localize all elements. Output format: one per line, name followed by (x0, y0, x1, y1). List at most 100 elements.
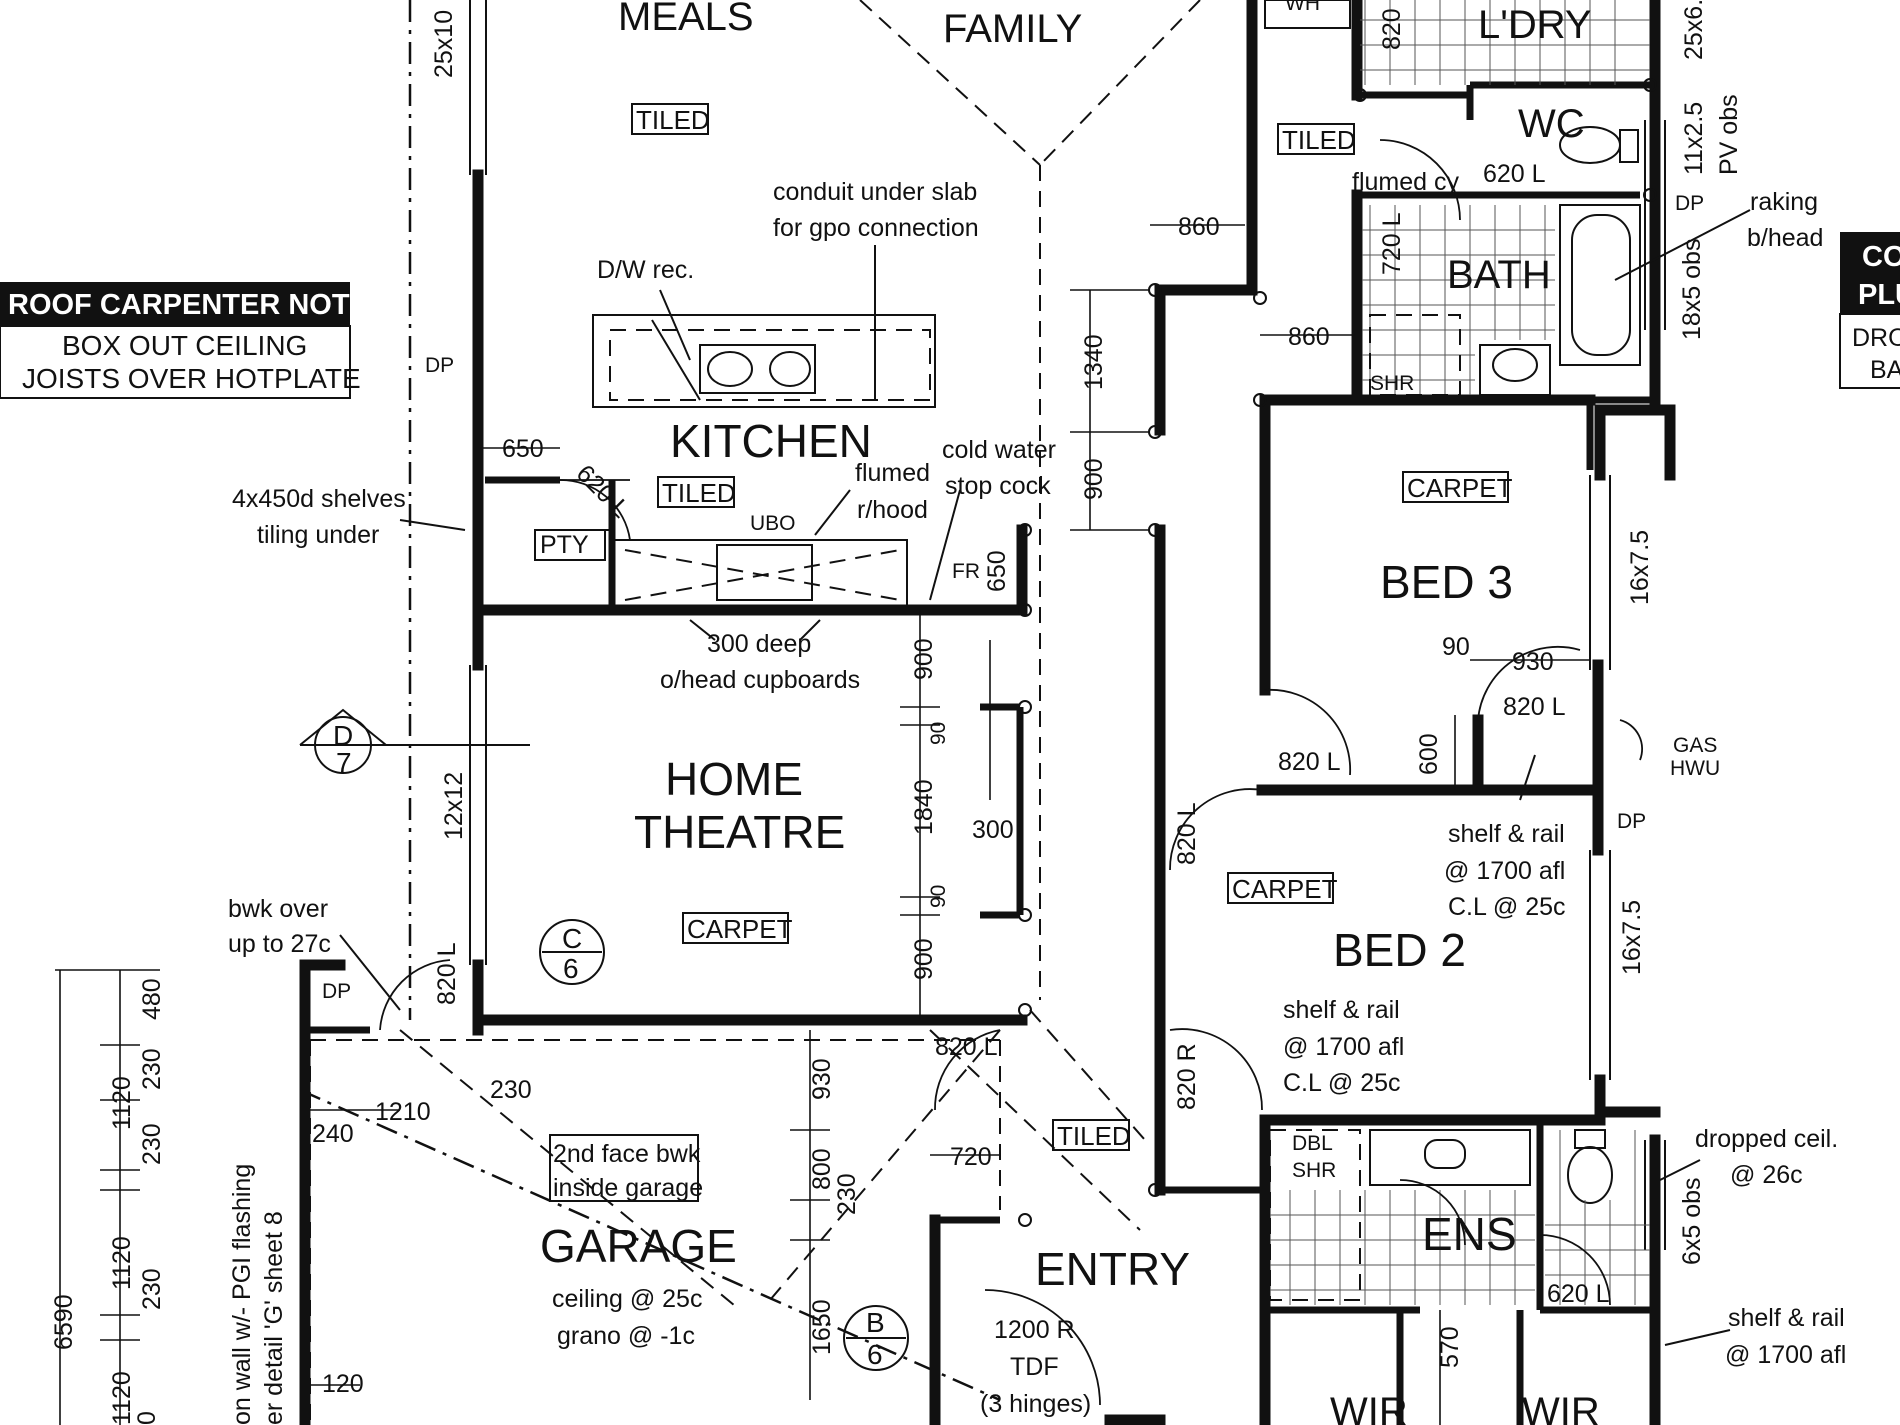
room-pantry: PTY (540, 531, 589, 559)
note-shelf-bed2-2: @ 1700 afl (1283, 1033, 1404, 1061)
door-labels: 620 L 620 L 820 720 L 820 L 820 L 820 L … (433, 8, 1610, 1308)
room-laundry: L'DRY (1478, 3, 1592, 47)
room-kitchen: KITCHEN (670, 415, 872, 467)
door-swings (379, 139, 1643, 1406)
door-820-bed3: 820 L (1278, 748, 1341, 776)
door-620-kitchen: 620 L (571, 459, 635, 523)
room-dbl-shower-2: SHR (1292, 1159, 1336, 1182)
roof-note-heading: ROOF CARPENTER NOTE (8, 289, 369, 321)
vanity-bath (1479, 344, 1551, 396)
finish-tags: TILED TILED TILED TILED CARPET CARPET CA… (631, 103, 1513, 1151)
setout-lines (299, 0, 1201, 1425)
note-shelf-wir-1: shelf & rail (1728, 1304, 1845, 1332)
note-bwk-1: bwk over (228, 895, 328, 923)
cooktop (716, 544, 813, 601)
ens-fixtures (1369, 1129, 1613, 1204)
note-raking-1: raking (1750, 188, 1818, 216)
room-bed3: BED 3 (1380, 556, 1513, 608)
note-face-bwk-2: inside garage (553, 1174, 703, 1202)
finish-carpet-bed3: CARPET (1407, 473, 1513, 503)
dim-230b: 230 (833, 1173, 861, 1215)
annotations: conduit under slab for gpo connection D/… (228, 168, 1846, 1425)
note-dp-2: DP (322, 980, 351, 1003)
note-shelf-bed2-3: C.L @ 25c (1283, 1069, 1401, 1097)
room-dbl-shower-1: DBL (1292, 1132, 1333, 1155)
dim-230d: 230 (138, 1123, 166, 1165)
tile-grids (1269, 0, 1650, 1305)
dim-800: 800 (808, 1148, 836, 1190)
roof-note-line1: BOX OUT CEILING (62, 330, 307, 361)
room-labels: MEALS FAMILY KITCHEN HOME THEATRE L'DRY … (540, 0, 1600, 1425)
dim-650b: 650 (983, 550, 1011, 592)
section-c-letter: C (562, 923, 582, 954)
room-wir-left: WIR (1330, 1390, 1408, 1425)
dim-860a: 860 (1178, 213, 1220, 241)
right-note-line3: DRO (1852, 324, 1900, 352)
dim-900c: 900 (910, 938, 938, 980)
note-dropped-2: @ 26c (1730, 1161, 1803, 1189)
dimension-values: 650 650 860 860 1340 900 900 90 1840 90 … (50, 213, 1554, 1425)
room-shower: SHR (1370, 372, 1414, 395)
room-bed2: BED 2 (1333, 924, 1466, 976)
dim-900a: 900 (1080, 458, 1108, 500)
note-cupboards-2: o/head cupboards (660, 666, 860, 694)
door-820-bed3b: 820 L (1503, 693, 1566, 721)
dim-1650: 1650 (808, 1299, 836, 1355)
right-edge-note: CO PLU DRO BA (1839, 232, 1900, 389)
room-family: FAMILY (943, 7, 1082, 51)
section-marker-c6: C 6 (539, 919, 605, 985)
note-shelf-bed3-1: shelf & rail (1448, 820, 1565, 848)
note-tdf-1: 1200 R (994, 1316, 1075, 1344)
room-bath: BATH (1447, 253, 1551, 297)
dim-900b: 900 (910, 638, 938, 680)
note-bwk-2: up to 27c (228, 930, 331, 958)
dim-1120a: 1120 (108, 1076, 136, 1130)
note-dp-1: DP (425, 354, 454, 377)
dim-120: 120 (322, 1370, 364, 1398)
dimension-lines (55, 224, 1590, 1425)
section-d-num: 7 (336, 747, 352, 778)
note-tdf-3: (3 hinges) (980, 1390, 1091, 1418)
note-tdf-2: TDF (1010, 1353, 1059, 1381)
dim-1840: 1840 (910, 779, 938, 835)
dim-1340: 1340 (1080, 334, 1108, 390)
right-note-line1: CO (1862, 241, 1900, 273)
right-note-line4: BA (1870, 356, 1900, 384)
dim-230a: 230 (490, 1076, 532, 1104)
window-labels: 25x10 12x12 16x7.5 16x7.5 11x2.5 PV obs … (430, 0, 1743, 1265)
window-11x2-5: 11x2.5 (1680, 102, 1708, 175)
finish-tiled-kitchen: TILED (662, 478, 736, 508)
finish-tiled-hall: TILED (1282, 125, 1356, 155)
room-home-theatre-1: HOME (665, 753, 803, 805)
note-garage-grano: grano @ -1c (557, 1322, 695, 1350)
dim-930a: 930 (1512, 648, 1554, 676)
note-shelves-1: 4x450d shelves (232, 485, 406, 513)
window-12x12: 12x12 (440, 772, 468, 840)
note-shelf-bed3-2: @ 1700 afl (1444, 857, 1565, 885)
note-cold-water-1: cold water (942, 436, 1056, 464)
door-820-garage: 820 L (935, 1033, 998, 1061)
section-marker-d7: D 7 (299, 708, 530, 778)
note-flumed-cy: flumed cy (1352, 168, 1459, 196)
note-ubo: UBO (750, 512, 796, 535)
right-note-line2: PLU (1858, 279, 1900, 311)
note-face-bwk-1: 2nd face bwk (553, 1140, 701, 1168)
dim-90a: 90 (927, 722, 950, 745)
toilet-wc (1559, 126, 1639, 164)
dim-6590: 6590 (50, 1294, 78, 1350)
room-wh: WH (1285, 0, 1320, 15)
note-gas-2: HWU (1670, 757, 1720, 780)
note-garage-ceiling: ceiling @ 25c (552, 1285, 702, 1313)
room-home-theatre-2: THEATRE (634, 806, 845, 858)
dim-1120b: 1120 (108, 1236, 136, 1290)
dim-90c: 90 (1442, 633, 1470, 661)
note-fr: FR (952, 560, 980, 583)
note-raking-2: b/head (1747, 224, 1823, 252)
dim-930b: 930 (808, 1058, 836, 1100)
dim-230e: 230 (138, 1268, 166, 1310)
finish-carpet-bed2: CARPET (1232, 874, 1338, 904)
cooktop-bench (534, 529, 908, 609)
dim-1210: 1210 (375, 1098, 431, 1126)
note-gas-1: GAS (1673, 734, 1717, 757)
dim-240: 240 (312, 1120, 354, 1148)
